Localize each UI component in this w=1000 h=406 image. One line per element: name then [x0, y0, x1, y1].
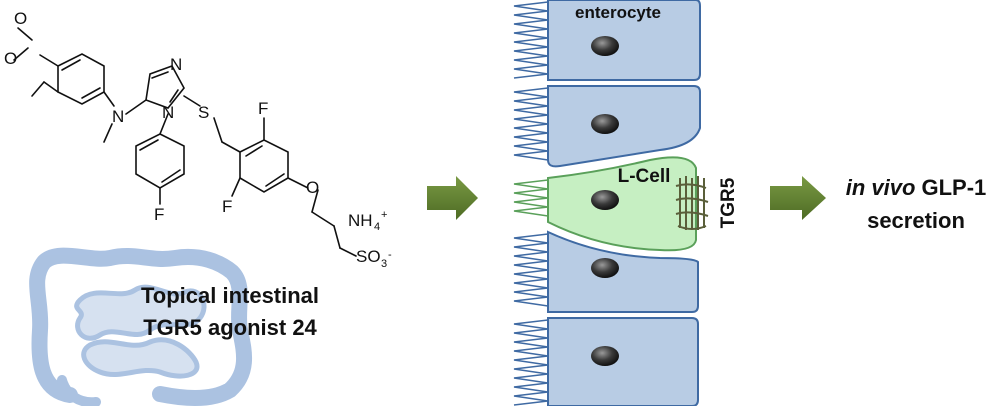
outcome-italic: in vivo: [846, 175, 916, 200]
atom-f-mid: F: [222, 197, 232, 216]
sulfonate-charge: -: [388, 249, 392, 261]
outcome-rest: GLP-1: [915, 175, 986, 200]
caption-line1: Topical intestinal: [141, 283, 319, 308]
caption-line2: TGR5 agonist 24: [143, 315, 317, 340]
ammonium-charge: +: [381, 209, 387, 221]
atom-f-top: F: [258, 99, 268, 118]
outcome-line1: in vivo GLP-1: [846, 175, 987, 200]
ammonium-label: NH: [348, 211, 373, 230]
arrow-to-tissue: [427, 176, 478, 220]
sulfonate-label: SO: [356, 247, 381, 266]
ammonium-subscript: 4: [374, 221, 380, 233]
atom-n-ring2: N: [170, 55, 182, 74]
enterocyte-label: enterocyte: [575, 3, 661, 22]
intestine-icon: [29, 247, 253, 406]
sulfonate-subscript: 3: [381, 258, 387, 270]
atom-o-ether: O: [306, 178, 319, 197]
epithelium: enterocyte L-Cell TGR5: [513, 0, 739, 406]
enterocyte-cell: [513, 230, 699, 313]
tgr5-label: TGR5: [718, 177, 739, 228]
atom-s: S: [198, 103, 209, 122]
tgr5-receptor-icon: [675, 176, 709, 230]
enterocyte-cell: [513, 317, 699, 406]
l-cell: [513, 156, 697, 252]
atom-f-bottom: F: [154, 205, 164, 224]
chemical-structure: O O N N N S F F F O NH 4 + SO 3 -: [4, 9, 392, 270]
atom-n-ring: N: [162, 103, 174, 122]
enterocyte-cell: [513, 85, 701, 168]
enterocyte-cell: [513, 0, 701, 81]
outcome-line2: secretion: [867, 208, 965, 233]
atom-n-amine: N: [112, 107, 124, 126]
atom-o1: O: [14, 9, 27, 28]
atom-o2: O: [4, 49, 17, 68]
l-cell-label: L-Cell: [618, 166, 671, 187]
arrow-to-outcome: [770, 176, 826, 220]
